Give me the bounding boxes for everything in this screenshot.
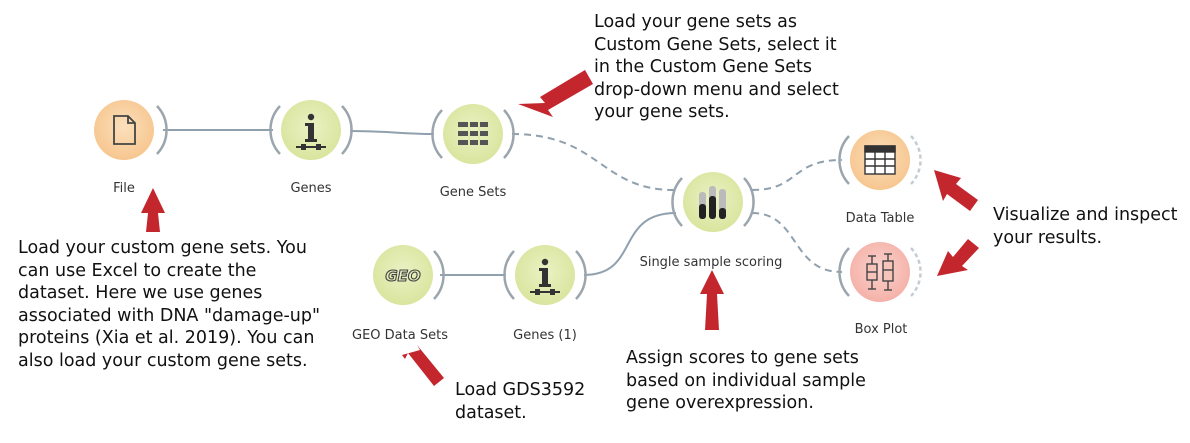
widget-file[interactable] (94, 100, 168, 160)
note-line: also load your custom gene sets. (18, 350, 308, 371)
note-line: associated with DNA "damage-up" (18, 305, 321, 326)
genes-1-channel-left (503, 250, 515, 300)
note-line: dataset. Here we use genes (18, 283, 263, 303)
box-plot-icon (866, 253, 894, 291)
data-table-channel-right (910, 135, 922, 185)
widget-single-sample-scoring[interactable] (671, 172, 755, 232)
note-line: Load GDS3592 (455, 380, 586, 400)
note-line: Visualize and inspect (993, 205, 1178, 225)
file-icon (113, 115, 136, 145)
widget-label-file: File (113, 181, 135, 196)
widget-label-gene-sets: Gene Sets (439, 185, 507, 200)
note-custom-gene-sets: Load your custom gene sets. You can use … (18, 237, 320, 372)
gene-sets-icon (458, 122, 488, 145)
link-sss-boxplot[interactable] (751, 212, 843, 273)
widget-label-data-table: Data Table (845, 211, 915, 226)
info-icon (296, 113, 326, 150)
arrow-to-data-table (934, 170, 978, 211)
links (163, 129, 843, 276)
genes-1-channel-right (575, 250, 587, 300)
widget-box-plot[interactable] (838, 242, 922, 302)
geo-icon: GEO (385, 267, 421, 285)
box-plot-channel-left (838, 247, 850, 297)
table-icon (864, 145, 896, 175)
note-gene-sets: Load your gene sets as Custom Gene Sets,… (594, 11, 839, 124)
note-line: based on individual sample (626, 370, 866, 391)
widget-genes-1[interactable] (503, 245, 587, 305)
arrow-to-box-plot (937, 239, 979, 276)
widget-label-sss: Single sample scoring (639, 255, 783, 270)
data-table-channel-left (838, 135, 850, 185)
arrow-to-geo (402, 345, 444, 386)
link-genes1-sss[interactable] (583, 212, 677, 276)
widget-gene-sets[interactable] (431, 104, 515, 164)
link-sss-datatable[interactable] (751, 159, 843, 191)
note-line: Load your custom gene sets. You (18, 238, 307, 258)
arrow-to-gene-sets (518, 70, 593, 117)
note-visualize: Visualize and inspect your results. (993, 204, 1178, 249)
note-line: your gene sets. (594, 102, 730, 122)
info-icon (530, 258, 560, 295)
note-line: drop-down menu and select (594, 79, 839, 100)
geo-channel-right (433, 250, 445, 300)
arrow-to-sss (700, 270, 724, 330)
arrow-to-file (141, 188, 165, 232)
widget-data-table[interactable] (838, 130, 922, 190)
note-line: gene overexpression. (626, 393, 814, 413)
note-line: Custom Gene Sets, select it (594, 34, 837, 55)
file-channel-right (156, 105, 168, 155)
note-assign-scores: Assign scores to gene sets based on indi… (626, 347, 866, 415)
widget-label-genes-1: Genes (1) (513, 328, 577, 343)
sss-channel-right (743, 177, 755, 227)
widget-box-plot-body[interactable] (850, 242, 910, 302)
gene-sets-channel-left (431, 109, 443, 159)
widget-label-genes: Genes (290, 181, 332, 196)
box-plot-channel-right (910, 247, 922, 297)
annotation-arrows (141, 70, 979, 386)
gene-sets-channel-right (503, 109, 515, 159)
widget-label-box-plot: Box Plot (854, 322, 908, 337)
widget-genes[interactable] (269, 100, 353, 160)
widget-geo[interactable]: GEO (373, 245, 445, 305)
note-line: proteins (Xia et al. 2019). You can (18, 328, 315, 348)
genes-channel-left (269, 105, 281, 155)
sss-channel-left (671, 177, 683, 227)
genes-channel-right (341, 105, 353, 155)
note-line: dataset. (455, 402, 527, 423)
link-genes-genesets[interactable] (349, 130, 435, 135)
note-line: Assign scores to gene sets (626, 348, 859, 368)
note-line: Load your gene sets as (594, 12, 798, 32)
note-line: in the Custom Gene Sets (594, 57, 813, 77)
note-gds3592: Load GDS3592 dataset. (455, 379, 585, 424)
widget-file-body[interactable] (94, 100, 154, 160)
widget-geo-body[interactable] (373, 245, 433, 305)
note-line: your results. (993, 227, 1103, 248)
link-genesets-sss[interactable] (511, 133, 675, 191)
widget-label-geo: GEO Data Sets (352, 328, 448, 343)
note-line: can use Excel to create the (18, 260, 257, 281)
bar-chart-icon (699, 186, 726, 219)
